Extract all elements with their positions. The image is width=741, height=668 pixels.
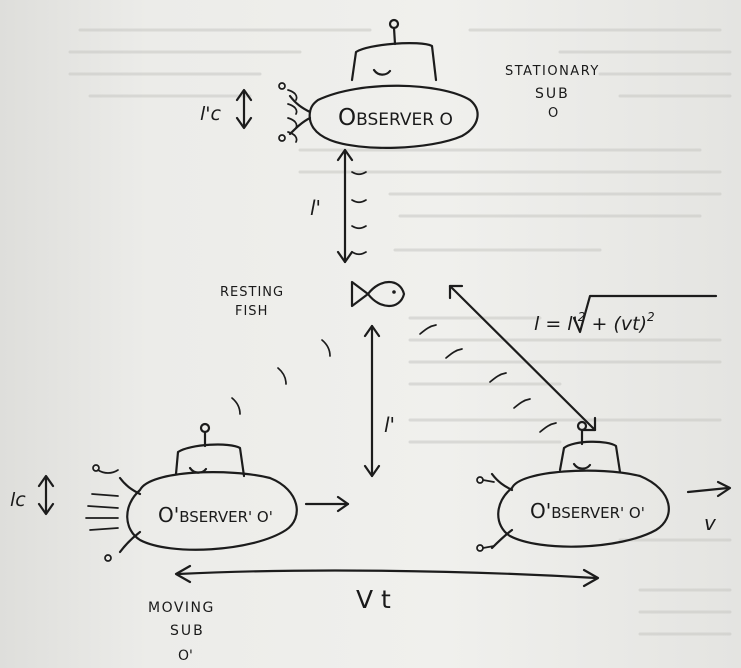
svg-text:lc: lc bbox=[10, 489, 26, 511]
svg-text:l': l' bbox=[310, 196, 321, 220]
observer-left-label: O'BSERVER' O' bbox=[158, 503, 273, 527]
resting-label-1: RESTING bbox=[220, 285, 284, 300]
svg-text:l'c: l'c bbox=[200, 103, 222, 125]
stationary-label-1: STATIONARY bbox=[505, 64, 600, 79]
moving-light-path: l' bbox=[363, 324, 395, 478]
diagonal-light-path-left bbox=[231, 339, 331, 415]
moving-label-2: SUB bbox=[170, 623, 205, 639]
stationary-sub: OBSERVER O bbox=[278, 18, 479, 149]
lc-top-indicator: l'c bbox=[200, 88, 253, 130]
sqrt-sign bbox=[572, 294, 718, 334]
velocity-arrow-right bbox=[686, 486, 730, 494]
moving-label-3: O' bbox=[178, 648, 193, 664]
resting-fish bbox=[350, 280, 406, 308]
moving-sub-right: O'BSERVER' O' bbox=[476, 420, 670, 552]
moving-label-1: MOVING bbox=[148, 600, 215, 616]
background-print-texture bbox=[68, 28, 732, 636]
light-path-formula: l = l'2 + (vt)2 bbox=[534, 310, 655, 335]
svg-text:l': l' bbox=[384, 413, 395, 437]
diagonal-light-path-right bbox=[419, 284, 597, 433]
lc-bottom-indicator: lc bbox=[10, 474, 55, 516]
vt-label: V t bbox=[356, 585, 391, 614]
resting-label-2: FISH bbox=[235, 304, 268, 319]
observer-o-label: OBSERVER O bbox=[338, 105, 453, 131]
stationary-label-3: O bbox=[548, 106, 558, 121]
stationary-label-2: SUB bbox=[535, 86, 570, 102]
observer-right-label: O'BSERVER' O' bbox=[530, 499, 645, 523]
moving-sub-left: O'BSERVER' O' bbox=[85, 422, 298, 562]
stationary-light-path: l' bbox=[310, 148, 367, 264]
v-label: v bbox=[704, 511, 717, 535]
vt-span-arrow: V t bbox=[174, 564, 600, 614]
